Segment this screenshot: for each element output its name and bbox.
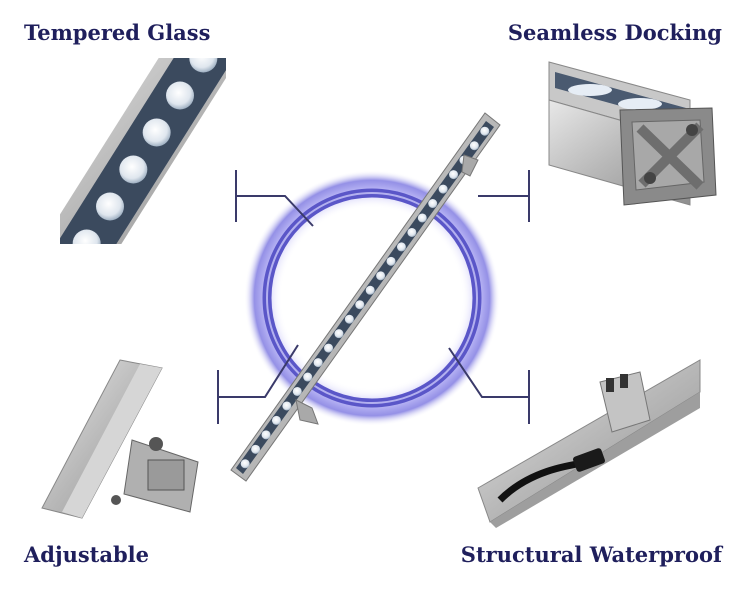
led-lens [189,58,218,73]
led-lens [72,229,101,244]
seamless-docking-detail [548,61,717,206]
led-lens [282,401,292,411]
led-lens [396,242,406,252]
adjustable-bracket-detail [41,359,199,519]
feature-label-tempered-glass: Tempered Glass [24,20,211,45]
led-lens [480,126,490,136]
callout-connectors [217,170,530,424]
led-lens [96,192,124,221]
led-lens [407,227,417,237]
led-lens [119,155,148,184]
led-lens [303,372,313,382]
led-lens [365,285,375,295]
led-lens [449,170,459,180]
led-lens [324,343,334,353]
led-lens [142,118,171,147]
led-lens [438,184,448,194]
feature-label-adjustable: Adjustable [24,542,149,567]
wall-washer-light-bar [230,112,501,482]
feature-label-seamless-docking: Seamless Docking [507,20,722,45]
led-lens [292,386,302,396]
led-lens [240,459,250,469]
led-lens [271,415,281,425]
led-lens [166,81,194,110]
led-lens [386,256,396,266]
led-lens [261,430,271,440]
led-lens [355,300,365,310]
tempered-glass-detail [60,58,226,244]
led-lens [469,141,479,151]
led-lens [251,444,261,454]
glass-lens-row [72,58,218,244]
led-lens [417,213,427,223]
feature-label-structural-waterproof: Structural Waterproof [460,542,722,567]
led-lens [428,199,438,209]
led-lens-row [240,126,490,469]
led-lens [313,358,323,368]
led-lens [334,329,344,339]
led-lens [344,314,354,324]
led-lens [376,271,386,281]
structural-waterproof-detail [477,359,701,528]
